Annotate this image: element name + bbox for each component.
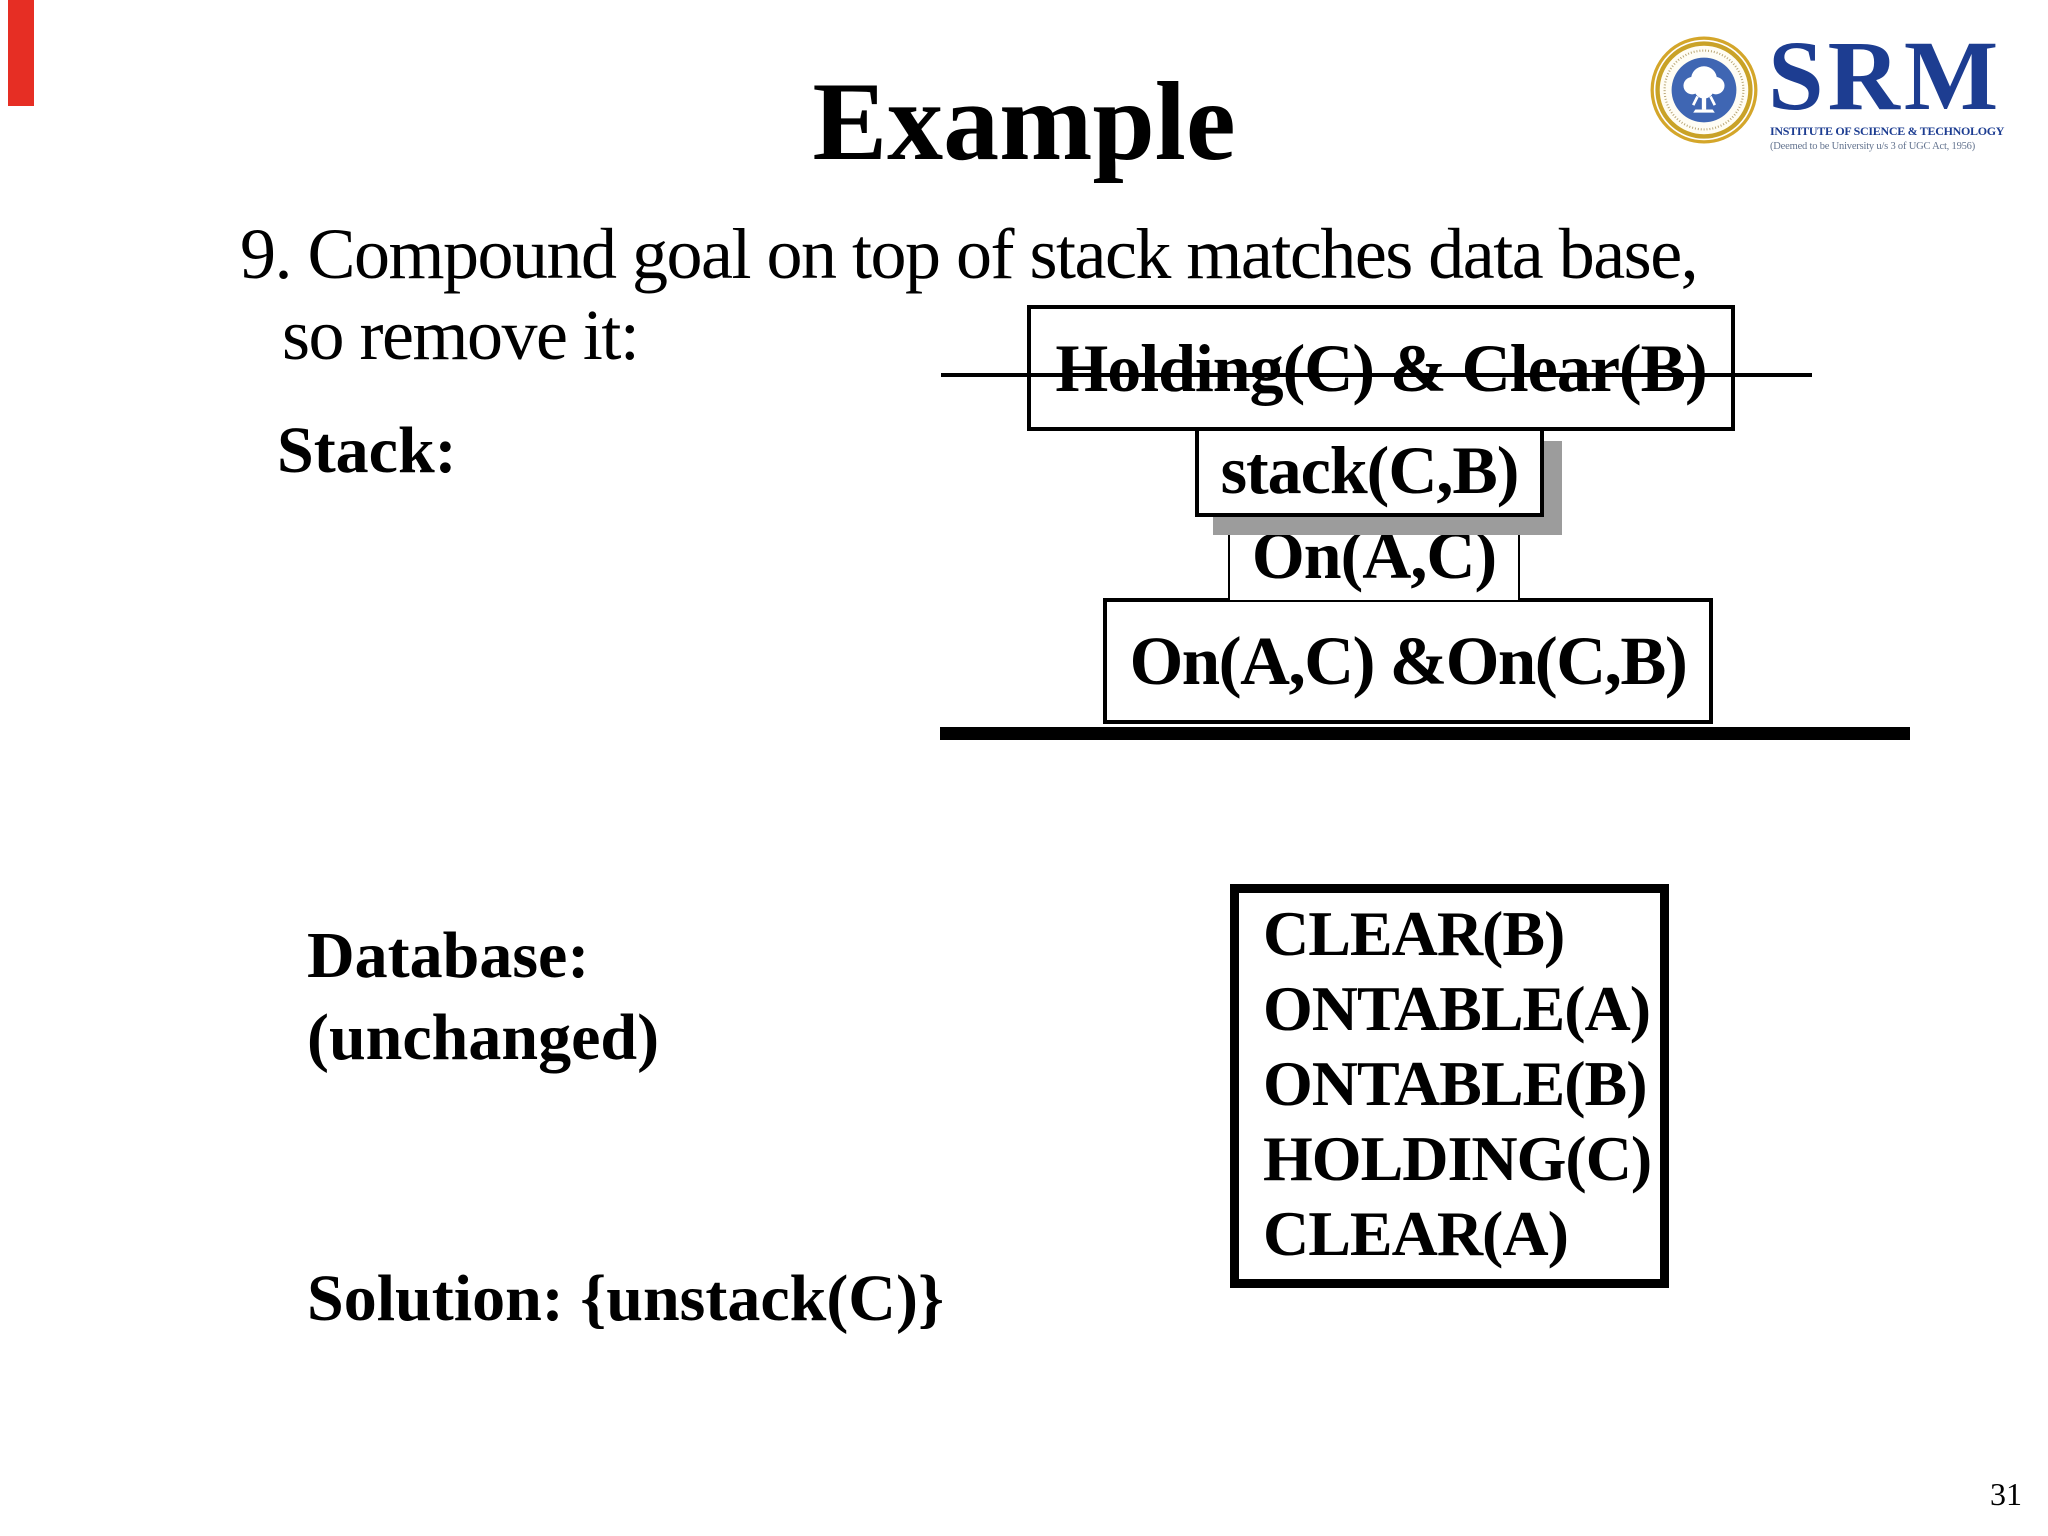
database-fact: ONTABLE(B) xyxy=(1263,1048,1648,1119)
database-fact: HOLDING(C) xyxy=(1263,1123,1652,1194)
database-label-line2: (unchanged) xyxy=(307,1001,660,1074)
goal-box-holding-clear: Holding(C) & Clear(B) xyxy=(1027,305,1735,431)
page-number: 31 xyxy=(1990,1476,2022,1512)
strikethrough-line xyxy=(941,373,1812,377)
srm-acronym: SRM xyxy=(1768,20,2003,131)
stack-label: Stack: xyxy=(277,414,457,487)
goal-box-stack-cb: stack(C,B) xyxy=(1195,423,1544,517)
database-fact: CLEAR(A) xyxy=(1263,1198,1569,1269)
database-fact: ONTABLE(A) xyxy=(1263,973,1651,1044)
slide-title: Example xyxy=(812,60,1236,184)
solution-label: Solution: {unstack(C)} xyxy=(307,1262,944,1335)
database-label-line1: Database: xyxy=(307,919,590,992)
srm-logo: SRM INSTITUTE OF SCIENCE & TECHNOLOGY (D… xyxy=(1648,26,2044,176)
srm-tagline: (Deemed to be University u/s 3 of UGC Ac… xyxy=(1770,141,1976,152)
stack-base-line xyxy=(940,727,1910,740)
srm-institute-line: INSTITUTE OF SCIENCE & TECHNOLOGY xyxy=(1770,124,2005,138)
database-box: CLEAR(B) ONTABLE(A) ONTABLE(B) HOLDING(C… xyxy=(1230,884,1669,1288)
goal-box-on-ac-on-cb: On(A,C) &On(C,B) xyxy=(1103,598,1713,724)
srm-emblem-icon xyxy=(1650,36,1758,144)
database-fact: CLEAR(B) xyxy=(1263,898,1565,969)
goal-box-on-ac: On(A,C) xyxy=(1228,509,1520,602)
step-text-line2: so remove it: xyxy=(282,295,640,375)
step-text-line1: 9. Compound goal on top of stack matches… xyxy=(240,214,1699,294)
database-label: Database: (unchanged) xyxy=(307,915,659,1079)
red-edge-marker xyxy=(8,0,34,106)
